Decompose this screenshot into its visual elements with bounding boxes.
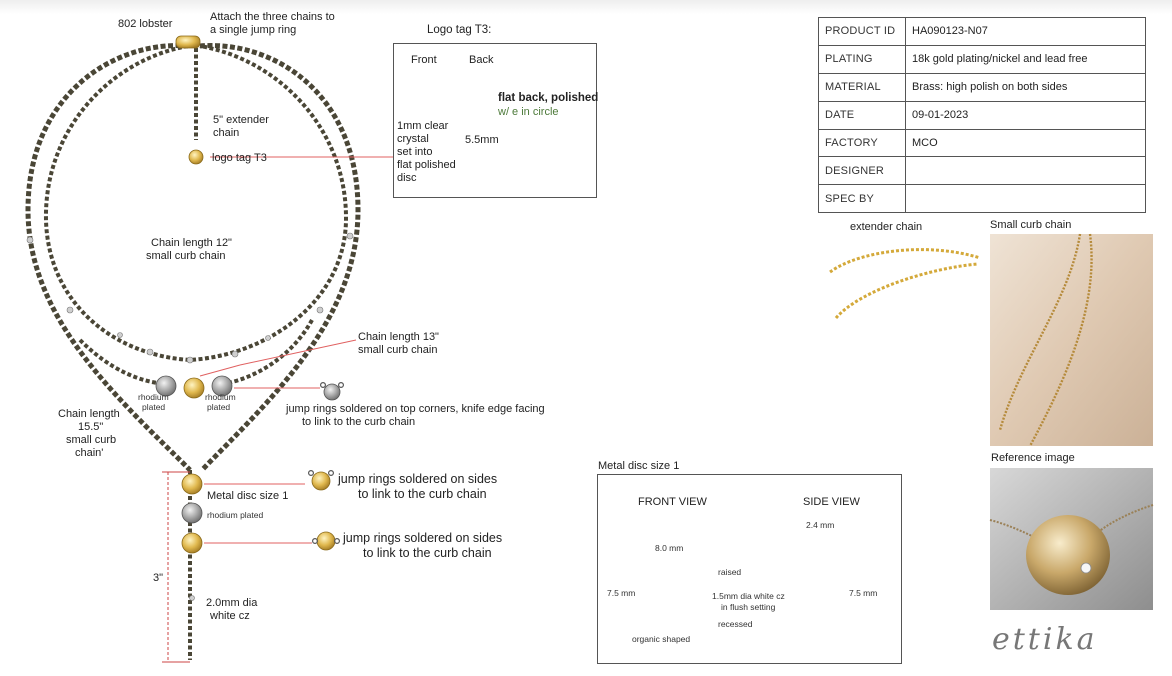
crystal-line-3: set into (397, 146, 433, 158)
jump-side1-label-1: jump rings soldered on sides (338, 472, 498, 486)
jump-side1-label-2: to link to the curb chain (358, 487, 487, 501)
spec-value (905, 184, 1146, 214)
spec-row: DESIGNER (818, 156, 1146, 186)
jump-top-label-2: to link to the curb chain (302, 416, 416, 428)
logo-back-label: Back (469, 54, 494, 66)
chain12-label-1: Chain length 12" (151, 237, 232, 249)
spec-value: Brass: high polish on both sides (905, 72, 1146, 102)
raised-label: raised (718, 567, 742, 577)
small-curb-chain-label: Small curb chain (990, 219, 1072, 231)
lobster-label: 802 lobster (118, 18, 173, 30)
recessed-label: recessed (718, 619, 753, 629)
logo-front-label: Front (411, 54, 437, 66)
spec-value: MCO (905, 128, 1146, 158)
extender-label-2: chain (213, 127, 240, 139)
disc-width-label: 8.0 mm (655, 543, 684, 553)
jump-top-label-1: jump rings soldered on top corners, knif… (286, 403, 545, 415)
side-width-label: 2.4 mm (806, 520, 835, 530)
rhodium-label-1a: rhodium (138, 392, 169, 402)
chain155-label-1: Chain length (58, 408, 120, 420)
cz-setting-label-1: 1.5mm dia white cz (712, 591, 785, 601)
attach-label-2: a single jump ring (210, 24, 297, 36)
cz-label-1: 2.0mm dia (206, 597, 258, 609)
spec-value: 09-01-2023 (905, 100, 1146, 130)
logo-tag-label: logo tag T3 (212, 152, 267, 164)
extender-chain-label: extender chain (850, 221, 923, 233)
spec-key: PRODUCT ID (818, 17, 906, 46)
crystal-line-5: disc (397, 172, 417, 184)
chain12-label-2: small curb chain (146, 250, 226, 262)
crystal-line-4: flat polished (397, 159, 456, 171)
disc-height-label: 7.5 mm (607, 588, 636, 598)
disc-box-title: Metal disc size 1 (598, 460, 680, 472)
spec-value: 18k gold plating/nickel and lead free (905, 44, 1146, 74)
front-view-label: FRONT VIEW (638, 496, 707, 508)
rhodium-label-3: rhodium plated (207, 510, 264, 520)
disc-spec-box (597, 474, 902, 664)
jump-side2-label-1: jump rings soldered on sides (343, 531, 503, 545)
cz-label-2: white cz (210, 610, 250, 622)
spec-key: DESIGNER (818, 156, 906, 186)
side-view-label: SIDE VIEW (803, 496, 860, 508)
rhodium-label-2b: plated (207, 402, 231, 412)
back-desc-1: flat back, polished (498, 92, 599, 104)
crystal-line-2: crystal (397, 133, 429, 145)
back-desc-2: w/ e in circle (498, 106, 559, 118)
spec-key: DATE (818, 100, 906, 130)
logo-tag-box (393, 43, 597, 198)
side-height-label: 7.5 mm (849, 588, 878, 598)
attach-label-1: Attach the three chains to (210, 11, 335, 23)
three-inch-label: 3" (153, 572, 164, 584)
spec-key: SPEC BY (818, 184, 906, 214)
spec-row: SPEC BY (818, 184, 1146, 214)
metal-disc-label: Metal disc size 1 (207, 490, 289, 502)
organic-label: organic shaped (632, 634, 691, 644)
chain13-label-2: small curb chain (358, 344, 438, 356)
rhodium-label-2a: rhodium (205, 392, 236, 402)
spec-value: HA090123-N07 (905, 17, 1146, 46)
logo-size-label: 5.5mm (465, 134, 499, 146)
chain13-label-1: Chain length 13" (358, 331, 439, 343)
crystal-line-1: 1mm clear (397, 120, 449, 132)
chain155-label-2: 15.5" (78, 421, 104, 433)
spec-key: FACTORY (818, 128, 906, 158)
jump-side2-label-2: to link to the curb chain (363, 546, 492, 560)
rhodium-label-1b: plated (142, 402, 166, 412)
reference-image-label: Reference image (991, 452, 1075, 464)
spec-key: MATERIAL (818, 72, 906, 102)
spec-value (905, 156, 1146, 186)
extender-label-1: 5" extender (213, 114, 269, 126)
ettika-logo: ettika (992, 622, 1098, 657)
top-strip (0, 0, 1172, 14)
logo-box-title: Logo tag T3: (427, 24, 492, 36)
chain155-label-3: small curb (66, 434, 117, 446)
spec-key: PLATING (818, 44, 906, 74)
chain155-label-4: chain' (75, 447, 104, 459)
cz-setting-label-2: in flush setting (721, 602, 776, 612)
